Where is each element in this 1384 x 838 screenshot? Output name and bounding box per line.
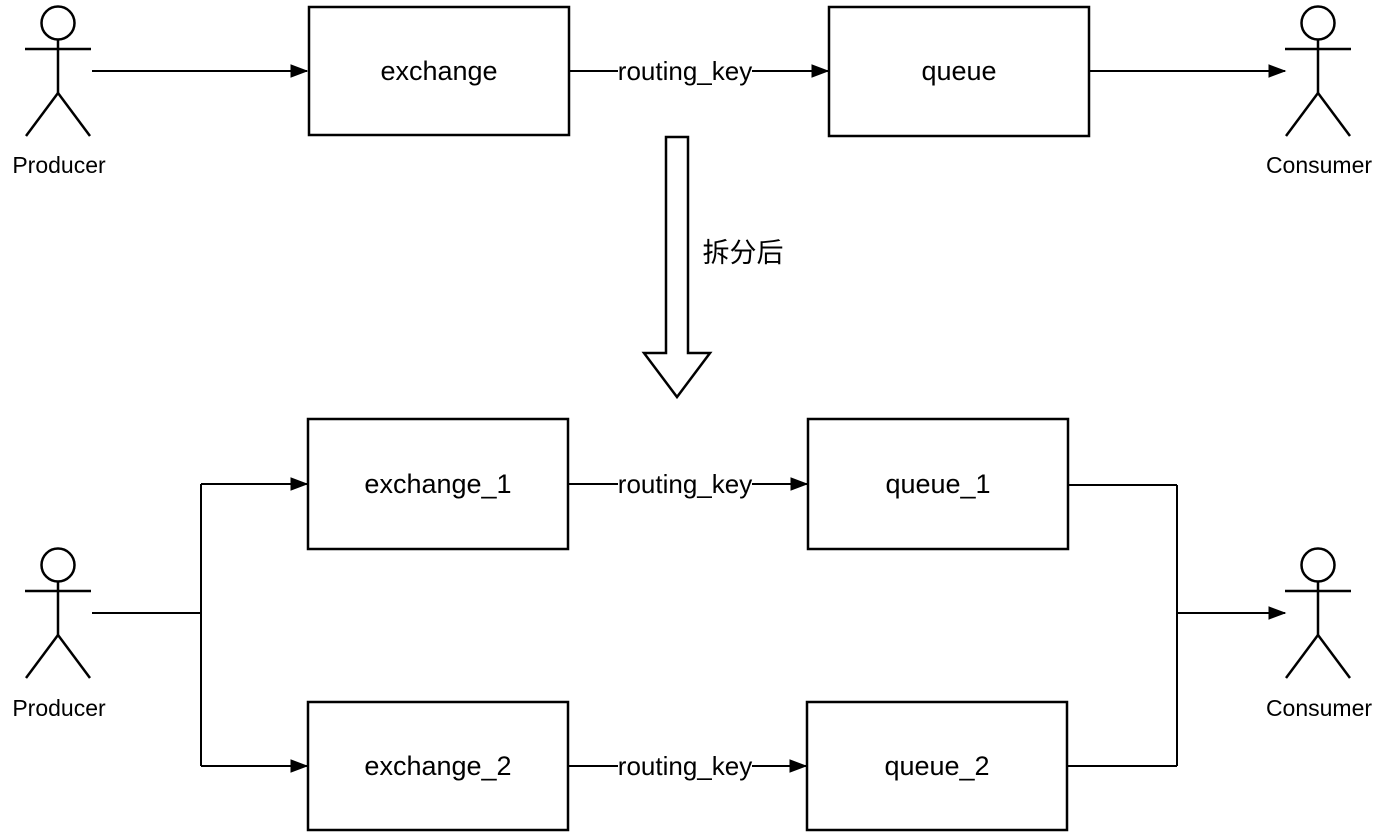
consumer-figure-before	[1283, 5, 1353, 138]
queue-node-label: queue	[921, 56, 996, 86]
queue2-node-label: queue_2	[884, 751, 989, 781]
before-section: Producer exchange routing_key queue Cons…	[12, 5, 1372, 178]
exchange2-node-label: exchange_2	[364, 751, 511, 781]
routing-key-label-bg-before	[618, 55, 752, 87]
routing-key2-label: routing_key	[618, 751, 752, 781]
consumer-figure-after	[1283, 547, 1353, 680]
producer-label-before: Producer	[12, 152, 106, 178]
queue2-node	[805, 700, 1069, 832]
consumer-label-before: Consumer	[1266, 152, 1372, 178]
split-label: 拆分后	[703, 238, 784, 268]
producer-label-after: Producer	[12, 695, 106, 721]
after-section: Producer exchange_1 routing_key queue_1 …	[12, 417, 1372, 832]
queue1-node-label: queue_1	[885, 469, 990, 499]
queue-node	[827, 5, 1091, 138]
exchange1-node-label: exchange_1	[364, 469, 511, 499]
split-down-arrow	[641, 135, 713, 400]
producer-figure-before	[23, 5, 93, 138]
producer-figure-after	[23, 547, 93, 680]
transition-section: 拆分后	[641, 135, 784, 400]
exchange-node-label: exchange	[380, 56, 497, 86]
routing-key2-label-bg	[618, 750, 752, 782]
routing-key1-label: routing_key	[618, 469, 752, 499]
exchange1-node	[306, 417, 570, 551]
routing-key-label-before: routing_key	[618, 56, 752, 86]
routing-key1-label-bg	[618, 468, 752, 500]
consumer-label-after: Consumer	[1266, 695, 1372, 721]
